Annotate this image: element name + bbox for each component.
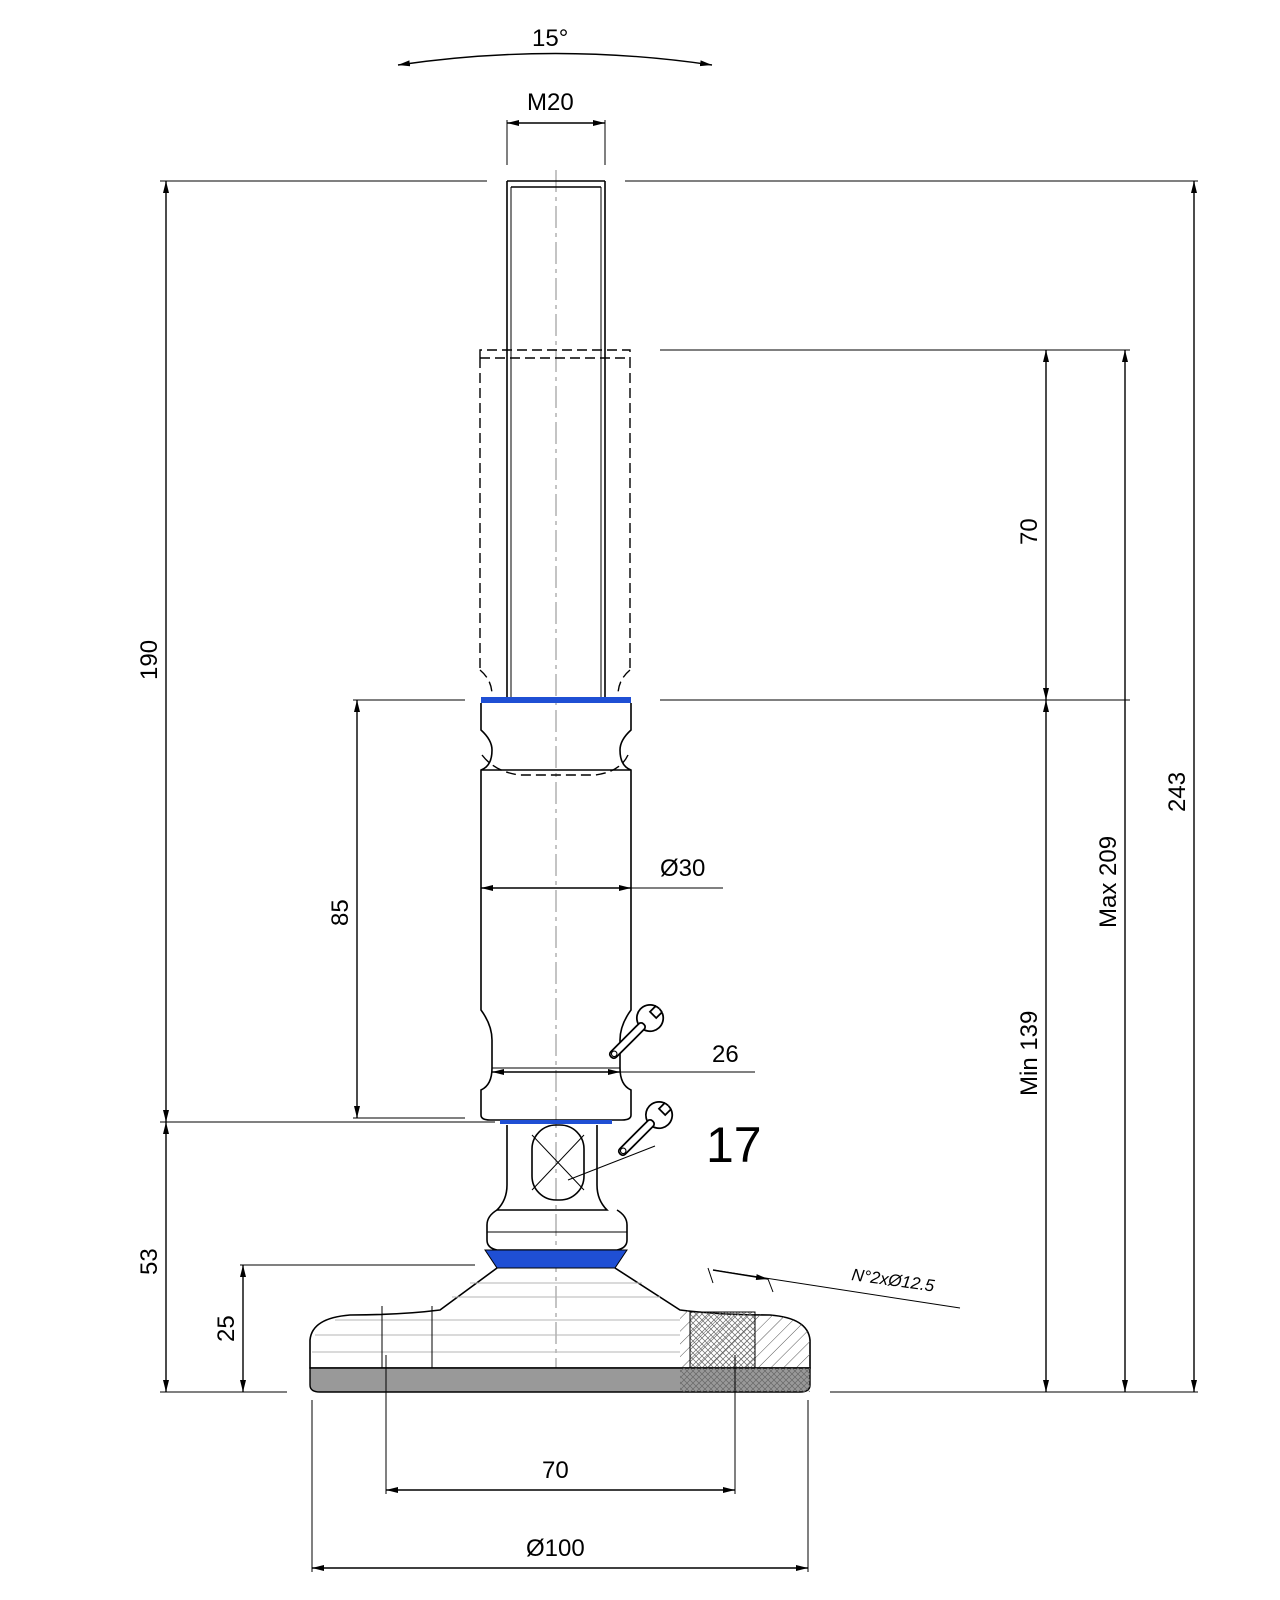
- min-height-label: Min 139: [1016, 1011, 1043, 1096]
- base-plate: [309, 1267, 811, 1393]
- wrench-nut-label: 17: [706, 1117, 762, 1173]
- swivel-angle-label: 15°: [532, 25, 568, 52]
- base-height-label: 25: [213, 1315, 240, 1342]
- body-height-dimension: 85: [327, 700, 360, 1118]
- total-height-dimension: 190: [136, 181, 169, 1122]
- threaded-rod: [506, 180, 606, 700]
- body-diameter-label: Ø30: [660, 855, 705, 882]
- holes-label: N°2xØ12.5: [850, 1265, 936, 1295]
- joint-height-dimension: 53: [136, 1122, 169, 1392]
- body-sleeve: [480, 697, 632, 1124]
- thread-label: M20: [527, 89, 574, 116]
- overall-height-dimension: 243: [1164, 181, 1197, 1392]
- max-height-label: Max 209: [1095, 836, 1122, 928]
- thread-length-label: 70: [1016, 518, 1043, 545]
- body-diameter-dimension: Ø30: [481, 855, 723, 891]
- wrench-icon: [608, 1004, 665, 1060]
- body-height-label: 85: [327, 899, 354, 926]
- hole-spacing-label: 70: [542, 1457, 569, 1484]
- holes-dimension: N°2xØ12.5: [707, 1265, 961, 1309]
- thread-dimension: M20: [506, 89, 606, 165]
- thread-length-dimension: 70: [1016, 350, 1049, 700]
- base-height-dimension: 25: [213, 1265, 246, 1392]
- swivel-angle-dimension: 15°: [397, 25, 713, 67]
- overall-height-label: 243: [1164, 772, 1191, 812]
- hole-spacing-dimension: 70: [385, 1355, 736, 1494]
- base-diameter-label: Ø100: [526, 1535, 585, 1562]
- max-height-dimension: Max 209: [1095, 350, 1128, 1392]
- wrench-nut-dimension: 17: [567, 1101, 762, 1181]
- wrench-body-label: 26: [712, 1041, 739, 1068]
- joint-height-label: 53: [136, 1248, 163, 1275]
- extended-position-outline: [479, 349, 631, 776]
- wrench-body-dimension: 26: [492, 1004, 755, 1075]
- total-height-label: 190: [136, 640, 163, 680]
- min-height-dimension: Min 139: [1016, 700, 1049, 1392]
- wrench-icon: [617, 1101, 674, 1157]
- base-diameter-dimension: Ø100: [311, 1400, 809, 1572]
